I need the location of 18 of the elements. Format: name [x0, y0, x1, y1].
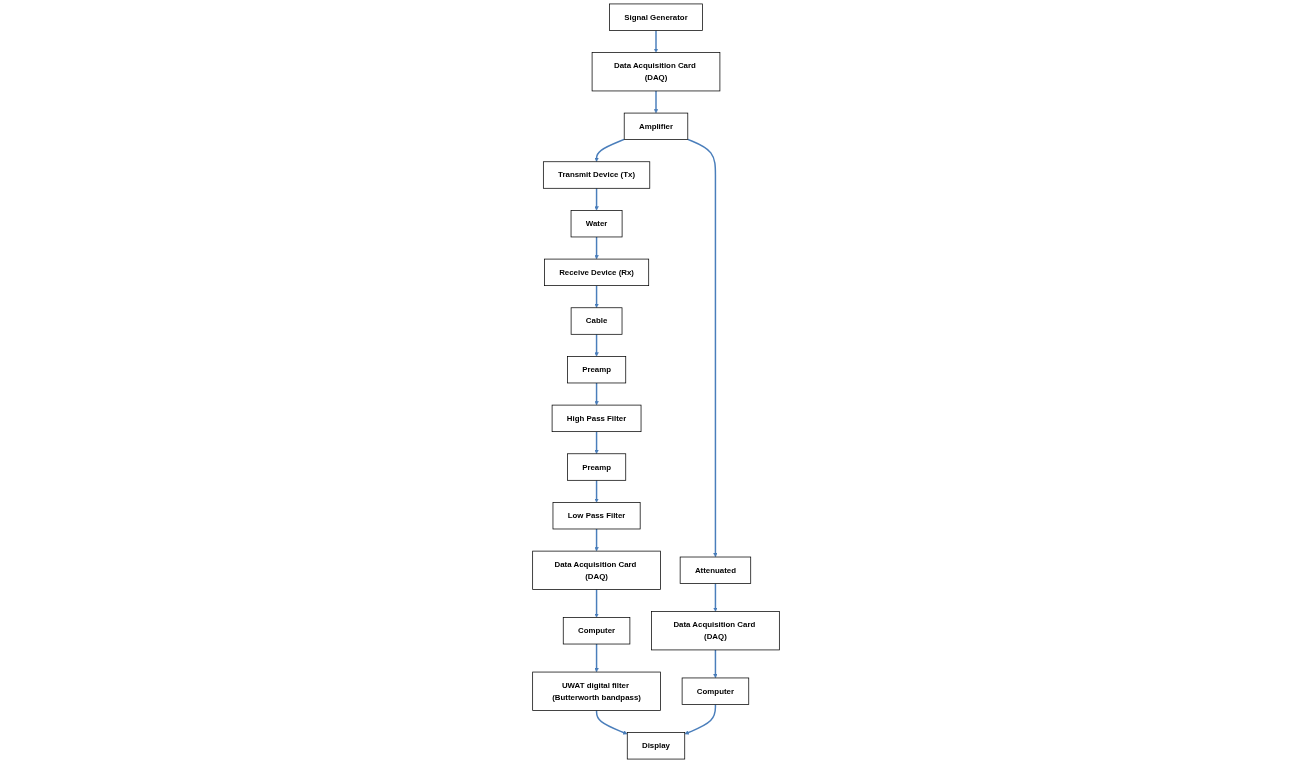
arrow — [594, 333, 599, 357]
arrow — [595, 709, 628, 735]
arrow — [713, 582, 718, 612]
arrow — [684, 703, 717, 735]
arrow — [594, 236, 599, 260]
arrow — [687, 138, 718, 558]
arrow — [594, 588, 599, 618]
arrow — [713, 649, 718, 679]
arrow — [594, 643, 599, 673]
arrow — [594, 528, 599, 552]
arrow — [653, 90, 659, 114]
arrow — [594, 138, 625, 162]
arrow — [653, 29, 659, 53]
arrow — [594, 430, 599, 454]
arrow — [594, 479, 599, 503]
arrow — [594, 382, 599, 406]
arrow — [594, 284, 599, 308]
arrow — [594, 187, 599, 211]
